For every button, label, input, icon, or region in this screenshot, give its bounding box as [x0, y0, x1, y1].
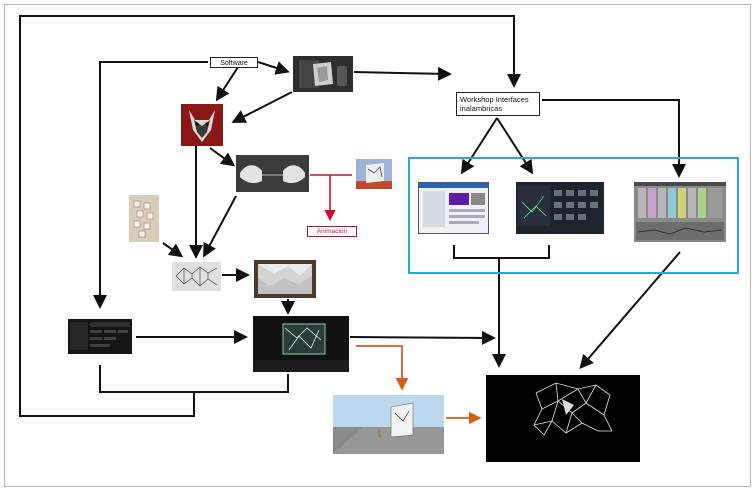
sculpture-to-workshop-arrow	[353, 66, 452, 81]
wall-tiles-photo	[129, 195, 159, 242]
sculpture-to-wolf-arrow	[231, 91, 293, 123]
software-to-wolf-arrow	[215, 66, 239, 102]
loop-arrow	[19, 15, 521, 417]
interfaces-group-box	[408, 157, 739, 274]
bottom-bracket-line	[99, 365, 289, 393]
software-to-screen-arrow	[93, 61, 208, 309]
mesh-model-image	[172, 262, 221, 291]
hands-to-mesh-arrow	[203, 195, 237, 258]
interfaces-bracket-line	[453, 245, 550, 259]
red-model-image	[356, 159, 392, 189]
wolf-sculpture-photo	[293, 56, 353, 92]
software-to-sculpture-arrow	[257, 61, 290, 75]
final-render-image	[486, 375, 640, 462]
workshop-to-interface1-arrow	[460, 117, 498, 175]
hands-image	[236, 155, 309, 192]
interface-screen-2	[516, 182, 604, 234]
interface-screen-3	[634, 182, 726, 242]
folded-paper-image	[254, 260, 316, 298]
workshop-to-interface2-arrow	[496, 117, 534, 175]
interface-screen-1	[418, 182, 489, 234]
installation-to-final-arrow	[349, 330, 496, 345]
workshop-to-interface3-arrow	[542, 99, 686, 178]
installation-to-3d-arrow	[356, 345, 409, 391]
wolf-image	[181, 104, 223, 146]
tiles-to-mesh-arrow	[162, 242, 184, 258]
wolf-to-hands-arrow	[209, 147, 236, 167]
3d-scene-image	[333, 395, 444, 454]
diagram-frame	[4, 4, 751, 487]
animacion-label: Animacion	[307, 226, 357, 237]
interface3-to-final-arrow	[579, 251, 681, 370]
workshop-box: Workshop Interfaces inalambricas	[456, 92, 540, 116]
software-label: Software	[210, 57, 258, 68]
software-screen-image	[68, 319, 132, 354]
installation-image	[253, 316, 349, 372]
